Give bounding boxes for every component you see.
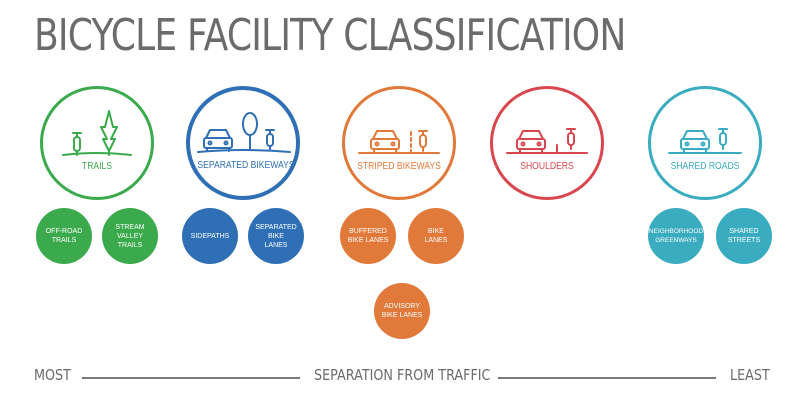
category-shared-roads: SHARED ROADS [648, 86, 762, 200]
subtype-advisory-bike-lanes: ADVISORY BIKE LANES [374, 283, 430, 339]
car-bike-icon [506, 128, 588, 154]
category-label-shoulders: SHOULDERS [520, 161, 574, 172]
category-label-striped-bikeways: STRIPED BIKEWAYS [357, 161, 441, 172]
axis-line-right [498, 377, 716, 379]
car-bike-icon [668, 128, 742, 154]
car-bike-icon [358, 130, 440, 154]
car-tree-bike-icon [197, 112, 291, 153]
subtype-separated-bike-lanes: SEPARATED BIKE LANES [248, 208, 304, 264]
page-title: BICYCLE FACILITY CLASSIFICATION [34, 10, 626, 61]
subtype-shared-streets: SHARED STREETS [716, 208, 772, 264]
category-shoulders: SHOULDERS [490, 86, 604, 200]
category-label-shared-roads: SHARED ROADS [670, 161, 740, 172]
subtype-sidepaths: SIDEPATHS [182, 208, 238, 264]
bike-and-tree-icon [62, 110, 132, 156]
subtype-off-road-trails: OFF-ROAD TRAILS [36, 208, 92, 264]
category-label-trails: TRAILS [81, 161, 113, 172]
subtype-neighborhood-greenways: NEIGHBORHOOD GREENWAYS [648, 208, 704, 264]
category-trails: TRAILS [40, 86, 154, 200]
axis-label-least: LEAST [730, 366, 770, 384]
category-label-separated-bikeways: SEPARATED BIKEWAYS [197, 160, 295, 171]
subtype-stream-valley-trails: STREAM VALLEY TRAILS [102, 208, 158, 264]
axis-line-left [82, 377, 300, 379]
axis-label-center: SEPARATION FROM TRAFFIC [314, 366, 491, 384]
category-striped-bikeways: STRIPED BIKEWAYS [342, 86, 456, 200]
subtype-buffered-bike-lanes: BUFFERED BIKE LANES [340, 208, 396, 264]
category-separated-bikeways: SEPARATED BIKEWAYS [186, 86, 300, 200]
axis-label-most: MOST [34, 366, 71, 384]
subtype-bike-lanes: BIKE LANES [408, 208, 464, 264]
